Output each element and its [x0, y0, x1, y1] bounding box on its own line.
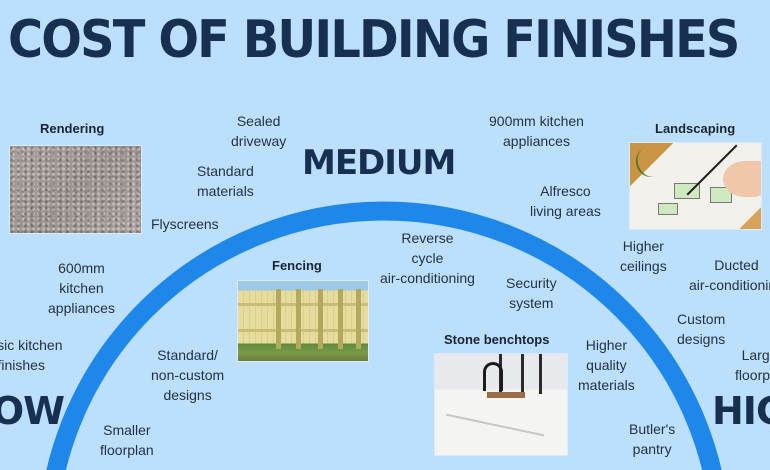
label-security-system: Security system: [506, 275, 557, 311]
fencing-image: [237, 280, 369, 362]
label-higher-ceilings: Higher ceilings: [620, 238, 667, 274]
stone-benchtops-caption: Stone benchtops: [444, 332, 550, 347]
stone-benchtops-image: [434, 353, 568, 456]
label-custom-designs: Custom designs: [677, 311, 726, 347]
landscaping-image: [629, 142, 762, 230]
label-larger-floorplan: Larger floorplan: [735, 347, 770, 383]
label-higher-quality-materials: Higher quality materials: [578, 337, 635, 393]
label-butlers-pantry: Butler's pantry: [629, 421, 676, 457]
label-alfresco-living-areas: Alfresco living areas: [530, 183, 601, 219]
tier-high-heading: HIGH: [712, 389, 770, 433]
rendering-caption: Rendering: [40, 121, 105, 136]
label-600mm-kitchen-appliances: 600mm kitchen appliances: [48, 260, 115, 316]
label-reverse-cycle-air-conditioning: Reverse cycle air-conditioning: [380, 230, 475, 286]
label-900mm-kitchen-appliances: 900mm kitchen appliances: [489, 113, 584, 149]
label-basic-kitchen-finishes: Basic kitchen finishes: [0, 337, 63, 373]
page-title: COST OF BUILDING FINISHES: [8, 10, 740, 70]
label-ducted-air-conditioning: Ducted air-conditioning: [689, 257, 770, 293]
tier-medium-heading: MEDIUM: [302, 143, 456, 183]
label-standard-non-custom-designs: Standard/ non-custom designs: [151, 347, 225, 403]
label-flyscreens: Flyscreens: [151, 216, 219, 232]
landscaping-caption: Landscaping: [655, 121, 736, 136]
rendering-image: [9, 145, 142, 234]
fencing-caption: Fencing: [272, 258, 322, 273]
label-sealed-driveway: Sealed driveway: [231, 113, 287, 149]
label-smaller-floorplan: Smaller floorplan: [100, 422, 154, 458]
tier-low-heading: LOW: [0, 389, 65, 433]
label-standard-materials: Standard materials: [197, 163, 254, 199]
